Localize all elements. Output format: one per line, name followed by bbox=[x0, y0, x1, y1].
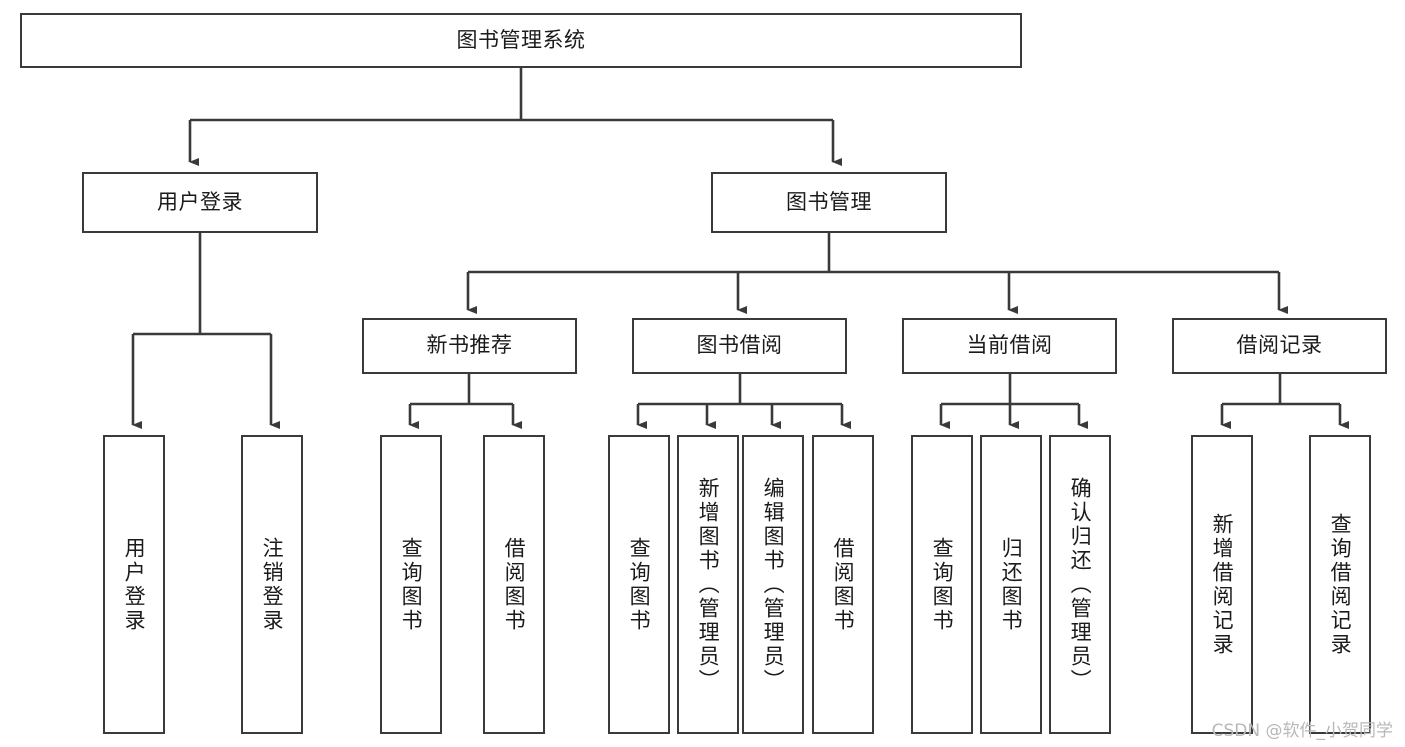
node-new-book-rec[interactable]: 新书推荐 bbox=[362, 318, 577, 374]
node-current-borrow[interactable]: 当前借阅 bbox=[902, 318, 1117, 374]
node-leaf-add-record[interactable]: 新增借阅记录 bbox=[1191, 435, 1253, 734]
node-leaf-borrow-book-1[interactable]: 借阅图书 bbox=[483, 435, 545, 734]
node-leaf-logout-label: 注销登录 bbox=[260, 536, 285, 633]
node-leaf-user-login[interactable]: 用户登录 bbox=[103, 435, 165, 734]
node-user-login-label: 用户登录 bbox=[157, 189, 243, 214]
node-leaf-return-book-label: 归还图书 bbox=[999, 536, 1024, 633]
node-leaf-query-book-3[interactable]: 查询图书 bbox=[911, 435, 973, 734]
node-leaf-query-record-label: 查询借阅记录 bbox=[1328, 512, 1353, 657]
node-leaf-query-book-2[interactable]: 查询图书 bbox=[608, 435, 670, 734]
node-leaf-query-record[interactable]: 查询借阅记录 bbox=[1309, 435, 1371, 734]
node-leaf-confirm-return[interactable]: 确认归还（管理员） bbox=[1049, 435, 1111, 734]
node-book-borrow-label: 图书借阅 bbox=[696, 333, 783, 358]
node-root-label: 图书管理系统 bbox=[456, 27, 586, 52]
node-book-manage[interactable]: 图书管理 bbox=[711, 172, 947, 233]
node-leaf-borrow-book-1-label: 借阅图书 bbox=[502, 536, 527, 633]
node-book-borrow[interactable]: 图书借阅 bbox=[632, 318, 847, 374]
node-leaf-query-book-3-label: 查询图书 bbox=[930, 536, 955, 633]
node-borrow-record[interactable]: 借阅记录 bbox=[1172, 318, 1387, 374]
node-leaf-confirm-return-label: 确认归还（管理员） bbox=[1068, 476, 1093, 693]
node-leaf-edit-book-label: 编辑图书（管理员） bbox=[761, 476, 786, 693]
node-leaf-user-login-label: 用户登录 bbox=[122, 536, 147, 633]
node-new-book-rec-label: 新书推荐 bbox=[426, 333, 513, 358]
node-leaf-return-book[interactable]: 归还图书 bbox=[980, 435, 1042, 734]
node-leaf-query-book-2-label: 查询图书 bbox=[627, 536, 652, 633]
node-leaf-logout[interactable]: 注销登录 bbox=[241, 435, 303, 734]
node-leaf-add-record-label: 新增借阅记录 bbox=[1210, 512, 1235, 657]
watermark-text: CSDN @软件_小贺同学 bbox=[1211, 721, 1393, 741]
node-leaf-add-book-label: 新增图书（管理员） bbox=[696, 476, 721, 693]
node-leaf-borrow-book-2[interactable]: 借阅图书 bbox=[812, 435, 874, 734]
node-leaf-add-book[interactable]: 新增图书（管理员） bbox=[677, 435, 739, 734]
node-borrow-record-label: 借阅记录 bbox=[1236, 333, 1323, 358]
node-book-manage-label: 图书管理 bbox=[786, 189, 872, 214]
node-root[interactable]: 图书管理系统 bbox=[20, 13, 1022, 68]
node-leaf-query-book-1[interactable]: 查询图书 bbox=[380, 435, 442, 734]
node-user-login[interactable]: 用户登录 bbox=[82, 172, 318, 233]
node-leaf-borrow-book-2-label: 借阅图书 bbox=[831, 536, 856, 633]
node-leaf-query-book-1-label: 查询图书 bbox=[399, 536, 424, 633]
node-current-borrow-label: 当前借阅 bbox=[966, 333, 1053, 358]
node-leaf-edit-book[interactable]: 编辑图书（管理员） bbox=[742, 435, 804, 734]
